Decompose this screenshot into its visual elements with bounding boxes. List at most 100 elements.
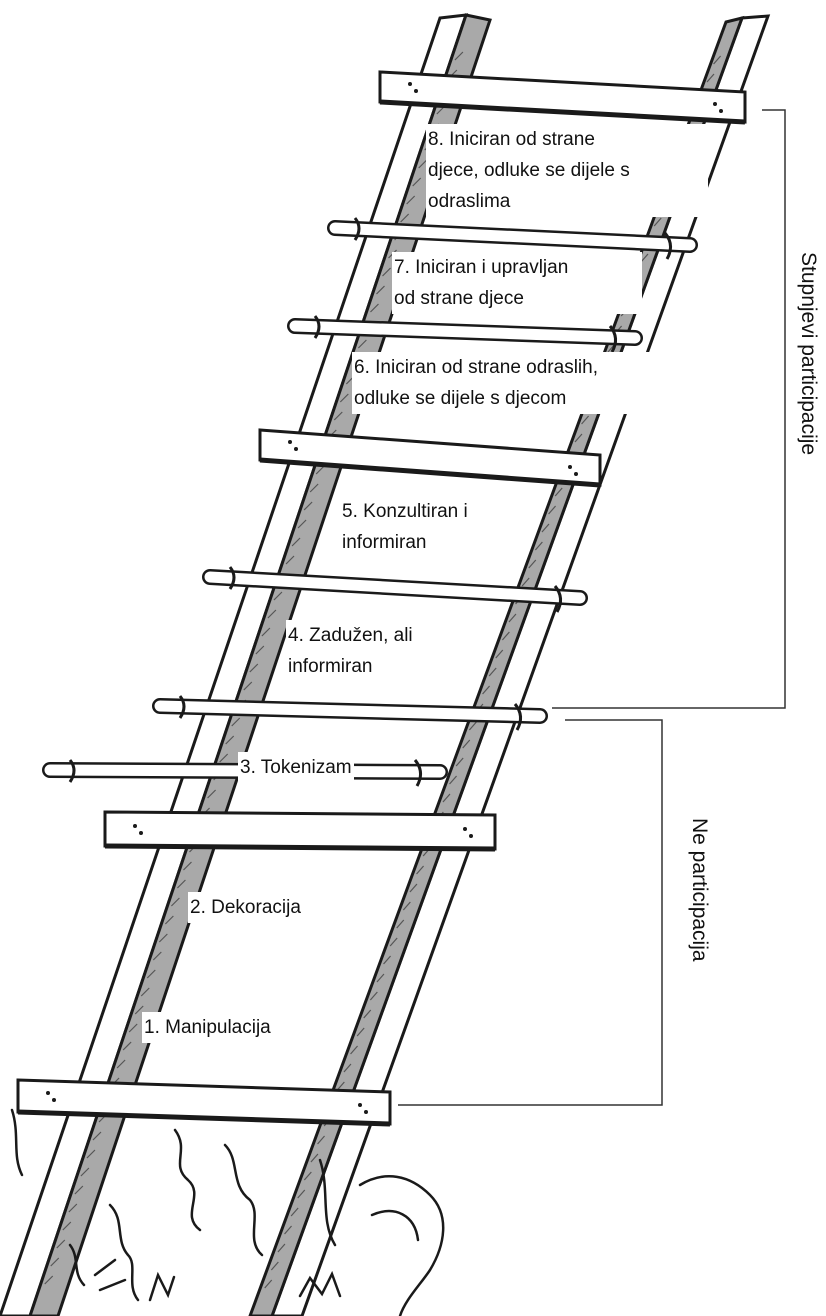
hatch-stroke xyxy=(376,973,385,983)
hatch-stroke xyxy=(357,339,367,349)
hatch-stroke xyxy=(225,735,235,745)
nail-dot xyxy=(574,472,578,476)
rung-label-6: 6. Iniciran od strane odraslih, odluke s… xyxy=(352,352,692,414)
hatch-stroke xyxy=(389,937,398,947)
nail-dot xyxy=(408,82,412,86)
hatch-stroke xyxy=(574,433,583,443)
nail-dot xyxy=(294,447,298,451)
rung-label-4: 4. Zadužen, ali informiran xyxy=(286,620,415,682)
hatch-stroke xyxy=(376,285,385,295)
hatch-stroke xyxy=(402,901,411,911)
hatch-stroke xyxy=(528,559,537,569)
hatch-stroke xyxy=(706,73,715,83)
hatch-stroke xyxy=(406,195,416,205)
hatch-stroke xyxy=(396,919,405,929)
plank-shadow-edge xyxy=(379,99,746,125)
hatch-stroke xyxy=(317,1135,325,1145)
hatch-stroke xyxy=(339,393,349,403)
plank-shadow-edge xyxy=(17,1109,391,1127)
nail-dot xyxy=(139,831,143,835)
rope-tie xyxy=(608,325,617,353)
hatch-stroke xyxy=(455,757,464,767)
hatch-stroke xyxy=(442,793,451,803)
hatch-stroke xyxy=(508,613,517,623)
hatch-stroke xyxy=(177,879,186,889)
hatch-stroke xyxy=(363,1009,372,1019)
hatch-stroke xyxy=(249,663,259,673)
hatch-stroke xyxy=(207,789,217,799)
hatch-stroke xyxy=(303,501,313,511)
hatch-stroke xyxy=(128,1023,138,1033)
hatch-stroke xyxy=(164,915,174,925)
hatch-stroke xyxy=(140,987,150,997)
hatch-stroke xyxy=(277,1243,286,1253)
hatch-stroke xyxy=(541,523,550,533)
hatch-stroke xyxy=(303,1171,312,1181)
hatch-stroke xyxy=(310,1153,319,1163)
hatch-stroke xyxy=(482,685,491,695)
nail-dot xyxy=(469,834,473,838)
non-participation-group-label: Ne participacija xyxy=(688,818,711,962)
hatch-stroke xyxy=(412,177,422,187)
hatch-stroke xyxy=(418,159,428,169)
rope-tie xyxy=(553,585,562,613)
left-rail-face xyxy=(0,13,469,1316)
hatch-stroke xyxy=(554,487,563,497)
rope-tie xyxy=(228,566,236,590)
hatch-stroke xyxy=(369,991,378,1001)
nail-dot xyxy=(568,465,572,469)
nail-dot xyxy=(288,440,292,444)
participation-group-label: Stupnjevi participacije xyxy=(797,252,820,456)
hatch-stroke xyxy=(231,717,241,727)
hatch-stroke xyxy=(454,51,464,61)
hatch-stroke xyxy=(521,577,530,587)
hatch-stroke xyxy=(548,505,557,515)
plank-shadow-edge xyxy=(259,457,601,488)
hatch-stroke xyxy=(285,555,295,565)
hatch-stroke xyxy=(158,933,168,943)
hatch-stroke xyxy=(261,627,271,637)
non-participation-bracket xyxy=(398,719,663,1106)
hatch-stroke xyxy=(62,1221,72,1231)
hatch-stroke xyxy=(495,649,504,659)
hatch-stroke xyxy=(468,721,477,731)
rope-tie xyxy=(513,703,522,731)
nail-dot xyxy=(713,102,717,106)
hatch-stroke xyxy=(653,217,662,227)
rung-label-1: 1. Manipulacija xyxy=(142,1012,273,1043)
hatch-stroke xyxy=(309,483,319,493)
hatch-stroke xyxy=(713,55,722,65)
rope-tie xyxy=(413,759,422,787)
hatch-stroke xyxy=(255,645,265,655)
ground-scribbles xyxy=(10,1108,445,1316)
hatch-stroke xyxy=(273,591,283,601)
hatch-stroke xyxy=(343,1063,352,1073)
rope-tie xyxy=(663,232,672,260)
hatch-stroke xyxy=(146,969,156,979)
rung-pole xyxy=(154,700,546,722)
hatch-stroke xyxy=(462,739,471,749)
hatch-stroke xyxy=(267,609,277,619)
nail-dot xyxy=(52,1098,56,1102)
hatch-stroke xyxy=(68,1203,78,1213)
rung-label-7: 7. Iniciran i upravljan od strane djece xyxy=(392,252,642,314)
hatch-stroke xyxy=(290,1207,299,1217)
left-rail-side xyxy=(28,13,492,1316)
hatch-stroke xyxy=(449,775,458,785)
hatch-stroke xyxy=(270,1261,279,1271)
rung-label-5: 5. Konzultiran i informiran xyxy=(340,496,470,558)
nail-dot xyxy=(133,824,137,828)
hatch-stroke xyxy=(501,631,510,641)
hatch-stroke xyxy=(400,213,410,223)
rung-pole xyxy=(289,320,641,344)
hatch-stroke xyxy=(488,667,497,677)
nail-dot xyxy=(719,109,723,113)
nail-dot xyxy=(463,827,467,831)
rung-pole xyxy=(329,222,696,251)
rung-label-3: 3. Tokenizam xyxy=(238,752,354,783)
nail-dot xyxy=(364,1110,368,1114)
hatch-stroke xyxy=(382,267,391,277)
ladder-plank xyxy=(103,810,497,851)
